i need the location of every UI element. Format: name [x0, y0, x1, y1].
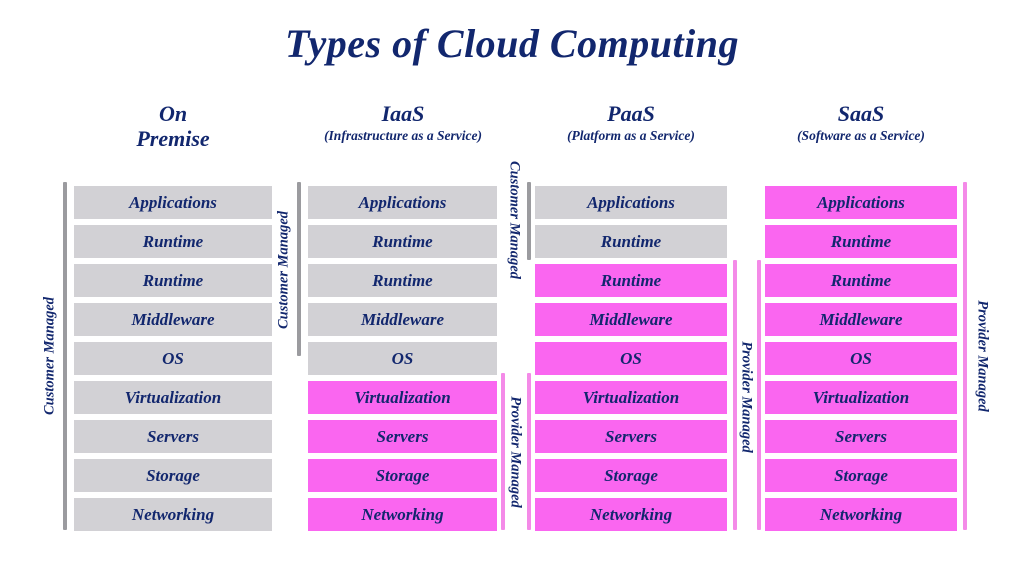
- layer-row: Runtime: [74, 225, 272, 258]
- bracket-bar-on-premise-customer: [63, 182, 67, 530]
- layer-row: Storage: [74, 459, 272, 492]
- layer-row: Virtualization: [308, 381, 497, 414]
- layer-row: Networking: [765, 498, 957, 531]
- layer-row: Servers: [535, 420, 727, 453]
- bracket-bar-paas-provider-left: [733, 260, 737, 530]
- layer-row: Middleware: [535, 303, 727, 336]
- bracket-bar-iaas-provider-left: [501, 373, 505, 530]
- layer-row: Virtualization: [535, 381, 727, 414]
- layer-row: Middleware: [308, 303, 497, 336]
- layer-row: Networking: [535, 498, 727, 531]
- bracket-bar-paas-provider-right: [757, 260, 761, 530]
- layer-row: Storage: [535, 459, 727, 492]
- bracket-bar-iaas-customer: [297, 182, 301, 356]
- layer-row: OS: [765, 342, 957, 375]
- column-title: IaaS: [381, 101, 425, 126]
- layer-row: Virtualization: [765, 381, 957, 414]
- side-label-saas-provider-managed: Provider Managed: [974, 300, 991, 412]
- layer-row: Applications: [74, 186, 272, 219]
- layer-row: Applications: [535, 186, 727, 219]
- layer-row: Servers: [308, 420, 497, 453]
- column-title: SaaS: [837, 101, 885, 126]
- side-label-iaas-provider-managed: Provider Managed: [507, 396, 524, 508]
- column-subtitle: (Infrastructure as a Service): [324, 127, 482, 143]
- layer-row: Middleware: [765, 303, 957, 336]
- layer-row: OS: [535, 342, 727, 375]
- layer-row: Applications: [765, 186, 957, 219]
- layer-row: Runtime: [765, 264, 957, 297]
- column-header-iaas: IaaS (Infrastructure as a Service): [298, 101, 508, 144]
- side-label-paas-provider-managed: Provider Managed: [738, 341, 755, 453]
- side-label-paas-customer-managed: Customer Managed: [506, 160, 523, 280]
- layer-row: Runtime: [308, 264, 497, 297]
- column-header-paas: PaaS (Platform as a Service): [526, 101, 736, 144]
- column-subtitle: (Software as a Service): [797, 127, 925, 143]
- column-title: On Premise: [136, 101, 210, 151]
- layer-row: Runtime: [308, 225, 497, 258]
- side-label-on-premise-customer-managed: Customer Managed: [41, 296, 58, 416]
- layer-row: Servers: [74, 420, 272, 453]
- layer-row: Runtime: [74, 264, 272, 297]
- column-header-saas: SaaS (Software as a Service): [756, 101, 966, 144]
- bracket-bar-iaas-provider-right: [527, 373, 531, 530]
- page-title: Types of Cloud Computing: [285, 21, 739, 66]
- layer-row: Storage: [308, 459, 497, 492]
- layer-row: Servers: [765, 420, 957, 453]
- layer-row: Networking: [308, 498, 497, 531]
- layer-row: OS: [308, 342, 497, 375]
- column-title: PaaS: [607, 101, 655, 126]
- layer-row: Runtime: [765, 225, 957, 258]
- layer-row: Middleware: [74, 303, 272, 336]
- column-header-on-premise: On Premise: [74, 101, 272, 152]
- layer-row: Runtime: [535, 264, 727, 297]
- bracket-bar-paas-customer: [527, 182, 531, 260]
- layer-row: Storage: [765, 459, 957, 492]
- layer-row: OS: [74, 342, 272, 375]
- layer-row: Runtime: [535, 225, 727, 258]
- side-label-iaas-customer-managed: Customer Managed: [275, 210, 292, 330]
- layer-row: Applications: [308, 186, 497, 219]
- layer-row: Virtualization: [74, 381, 272, 414]
- column-subtitle: (Platform as a Service): [567, 127, 695, 143]
- layer-row: Networking: [74, 498, 272, 531]
- bracket-bar-saas-provider: [963, 182, 967, 530]
